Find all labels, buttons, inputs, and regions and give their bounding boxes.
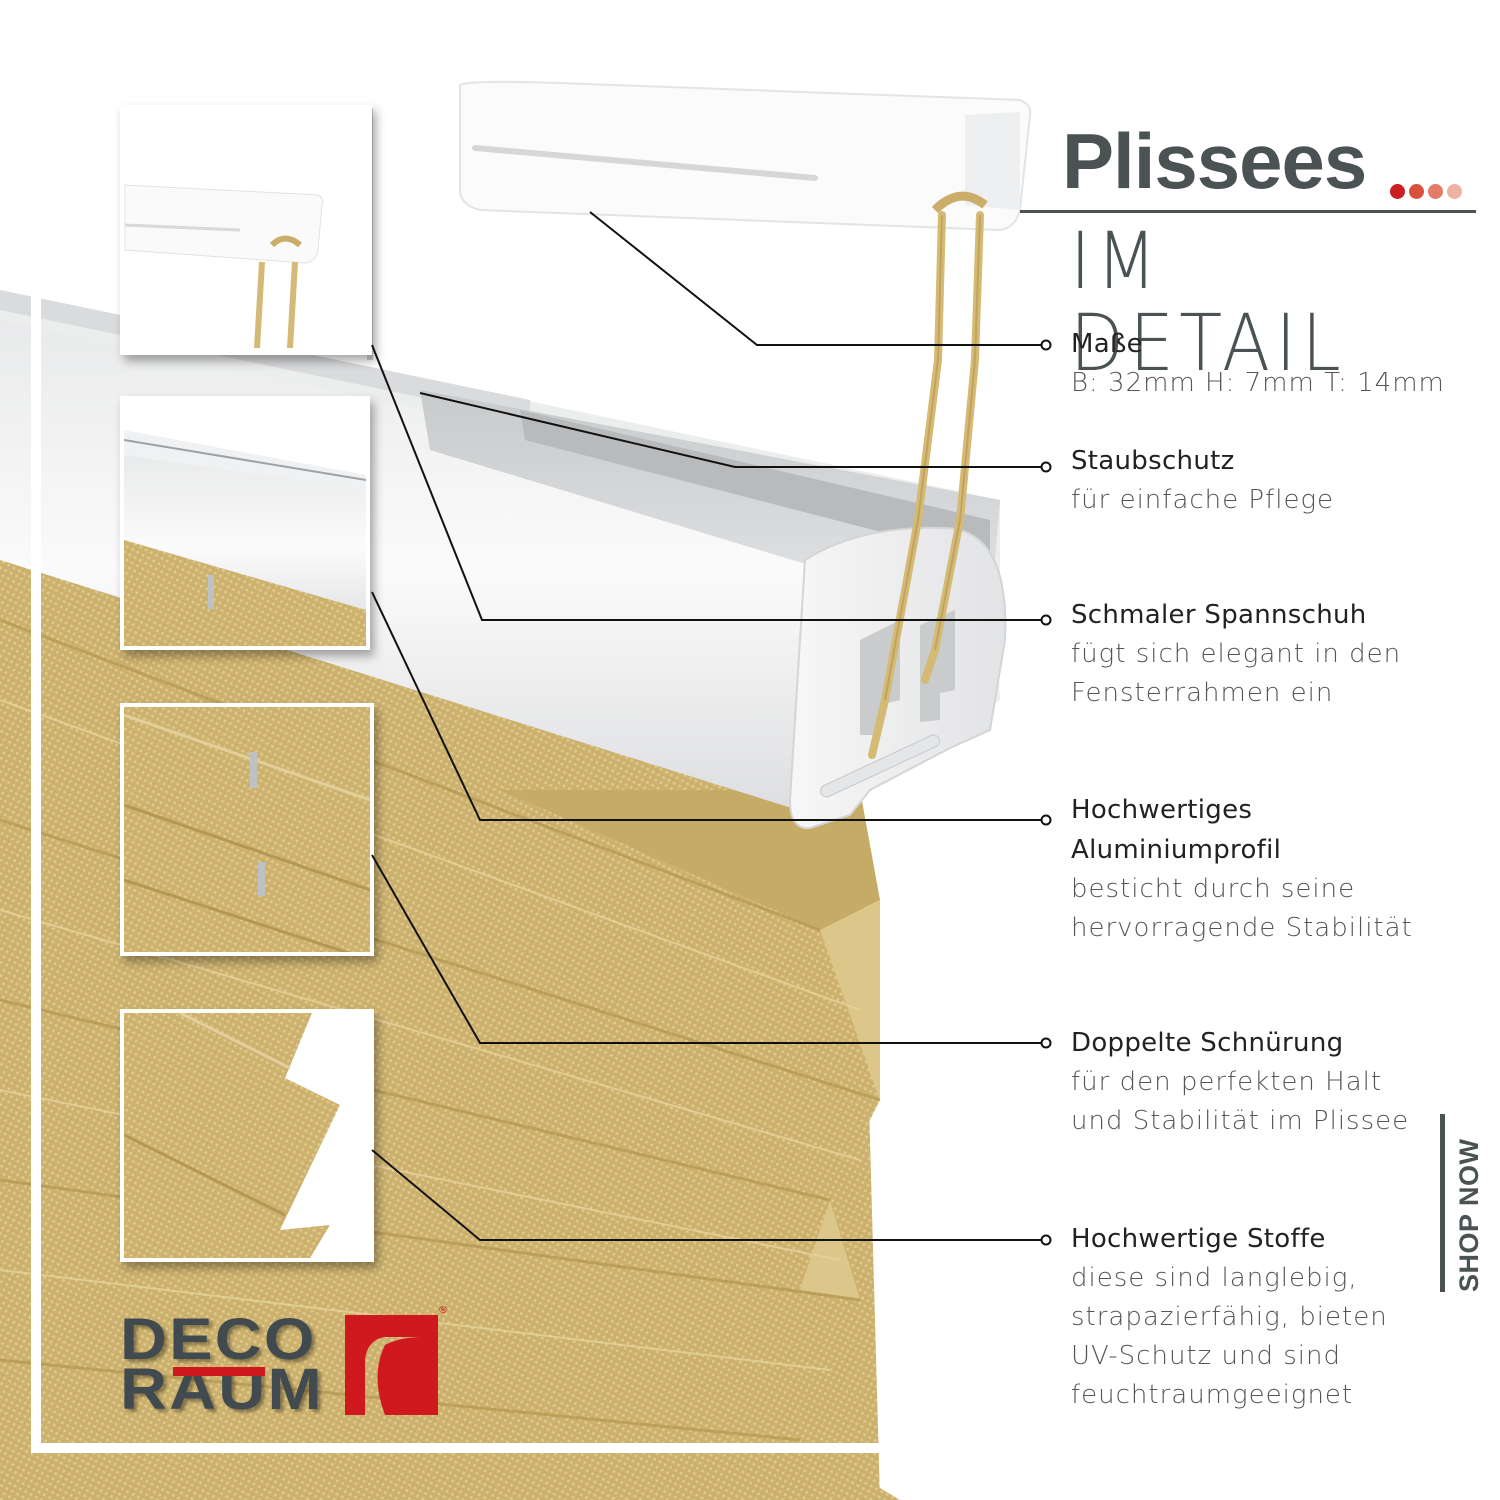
title: Plissees (1062, 117, 1367, 205)
feature-heading: Aluminiumprofil (1071, 835, 1282, 865)
title-dot (1447, 184, 1462, 199)
feature-desc: hervorragende Stabilität (1071, 913, 1413, 943)
feature-desc: strapazierfähig, bieten (1071, 1302, 1388, 1332)
feature-desc: für den perfekten Halt (1071, 1067, 1383, 1097)
shop-now-button[interactable]: SHOP NOW (1440, 1114, 1496, 1292)
feature-desc: UV-Schutz und sind (1071, 1341, 1342, 1371)
logo-red-bar (173, 1367, 265, 1376)
feature-double-cord: Doppelte Schnürung für den perfekten Hal… (1071, 1023, 1409, 1141)
title-dot (1409, 184, 1424, 199)
feature-heading: Schmaler Spannschuh (1071, 600, 1367, 630)
inset-bracket-detail (120, 105, 372, 355)
feature-fabrics: Hochwertige Stoffe diese sind langlebig,… (1071, 1219, 1388, 1415)
logo-mark-icon (345, 1315, 438, 1415)
feature-desc: B: 32mm H: 7mm T: 14mm (1071, 368, 1445, 398)
shop-now-bar (1440, 1114, 1445, 1292)
inset-cord-detail (120, 703, 374, 956)
feature-aluminium-profile: Hochwertiges Aluminiumprofil besticht du… (1071, 790, 1413, 948)
feature-heading: Maße (1071, 329, 1143, 359)
feature-desc: für einfache Pflege (1071, 485, 1335, 515)
feature-dust-protection: Staubschutz für einfache Pflege (1071, 441, 1334, 520)
shop-now-label: SHOP NOW (1454, 1138, 1484, 1292)
feature-desc: besticht durch seine (1071, 874, 1356, 904)
feature-heading: Hochwertige Stoffe (1071, 1224, 1326, 1254)
feature-heading: Doppelte Schnürung (1071, 1028, 1344, 1058)
inset-profile-detail (120, 396, 370, 650)
subtitle: IM DETAIL (1070, 217, 1347, 389)
feature-desc: fügt sich elegant in den (1071, 639, 1402, 669)
inset-fabric-detail (120, 1009, 374, 1262)
callout-dots (1040, 339, 1052, 1246)
registered-mark: ® (438, 1305, 448, 1316)
callout-leaders (371, 211, 1042, 1241)
logo-word-deco: DECO (120, 1307, 317, 1372)
feature-dimensions: Maße B: 32mm H: 7mm T: 14mm (1071, 324, 1445, 403)
feature-desc: Fensterrahmen ein (1071, 678, 1334, 708)
title-dots (1390, 184, 1462, 199)
feature-desc: feuchtraumgeeignet (1071, 1380, 1354, 1410)
feature-desc: und Stabilität im Plissee (1071, 1106, 1410, 1136)
mounting-bracket (459, 80, 1032, 232)
feature-heading: Hochwertiges (1071, 795, 1253, 825)
title-dot (1390, 184, 1405, 199)
feature-tension-shoe: Schmaler Spannschuh fügt sich elegant in… (1071, 595, 1401, 713)
feature-desc: diese sind langlebig, (1071, 1263, 1358, 1293)
title-divider (1020, 210, 1476, 213)
title-dot (1428, 184, 1443, 199)
feature-heading: Staubschutz (1071, 446, 1235, 476)
decoraum-logo: DECO RAUM ® (120, 1305, 448, 1425)
